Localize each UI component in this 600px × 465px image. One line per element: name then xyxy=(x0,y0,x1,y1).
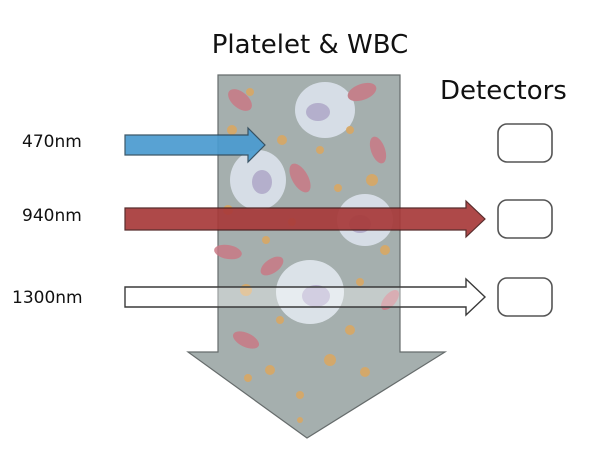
detector-1 xyxy=(497,123,553,163)
wavelength-label-1300: 1300nm xyxy=(12,288,83,308)
wavelength-label-940: 940nm xyxy=(22,206,82,226)
detectors-label: Detectors xyxy=(440,76,567,106)
detector-2 xyxy=(497,199,553,239)
arrow-470nm xyxy=(124,126,266,164)
detectors xyxy=(497,123,553,317)
arrow-1300nm xyxy=(124,277,487,317)
diagram-title: Platelet & WBC xyxy=(211,30,409,60)
arrow-940nm xyxy=(124,199,486,239)
detector-3 xyxy=(497,277,553,317)
blood-cells xyxy=(214,82,399,349)
wavelength-label-470: 470nm xyxy=(22,132,82,152)
platelets xyxy=(223,88,390,423)
flow-arrow xyxy=(186,74,448,439)
